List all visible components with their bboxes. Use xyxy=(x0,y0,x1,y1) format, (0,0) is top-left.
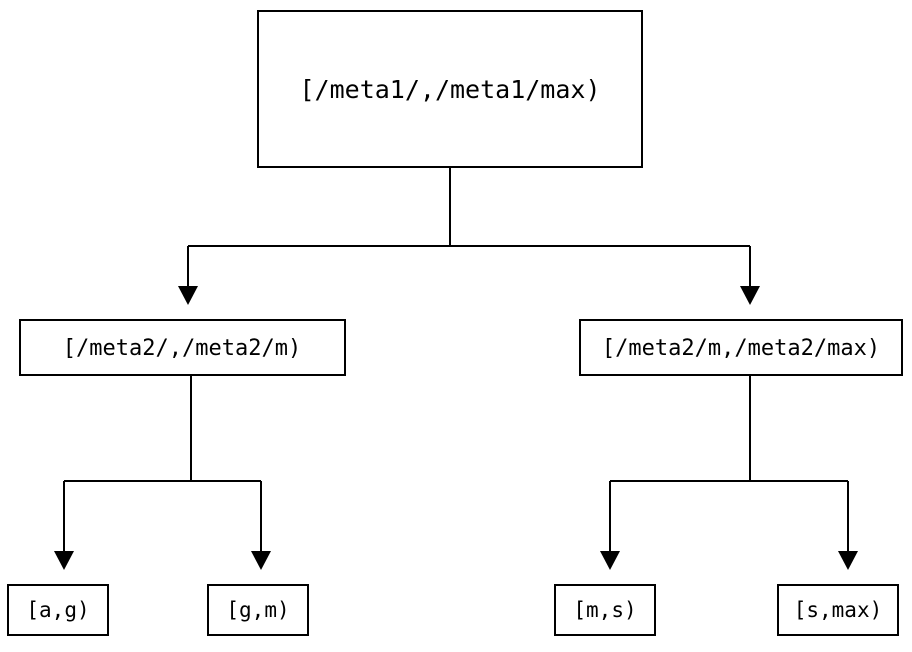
node-leaf-s-max-box[interactable] xyxy=(776,583,900,637)
node-mid-left-label: [/meta2/,/meta2/m) xyxy=(63,336,301,361)
node-leaf-g-m-box[interactable] xyxy=(206,583,310,637)
edge-group-root xyxy=(178,167,760,305)
arrowhead-mid-left-to-leaf-g-m xyxy=(251,551,271,570)
edge-group-mid-left xyxy=(54,375,271,570)
node-leaf-g-m-label: [g,m) xyxy=(226,598,289,622)
arrowhead-mid-right-to-leaf-s-max xyxy=(838,551,858,570)
arrowhead-mid-left-to-leaf-a-g xyxy=(54,551,74,570)
arrowhead-mid-right-to-leaf-m-s xyxy=(600,551,620,570)
node-leaf-m-s-box[interactable] xyxy=(553,583,657,637)
node-leaf-a-g-label: [a,g) xyxy=(26,598,89,622)
node-leaf-m-s-label: [m,s) xyxy=(573,598,636,622)
node-leaf-s-max-label: [s,max) xyxy=(794,598,883,622)
node-mid-left-box[interactable] xyxy=(18,318,347,377)
node-leaf-s-max[interactable]: [s,max) xyxy=(776,583,900,637)
node-mid-left[interactable]: [/meta2/,/meta2/m) xyxy=(18,318,347,377)
arrowhead-root-to-mid-right xyxy=(740,286,760,305)
node-leaf-g-m[interactable]: [g,m) xyxy=(206,583,310,637)
node-mid-right-box[interactable] xyxy=(578,318,904,377)
node-leaf-a-g[interactable]: [a,g) xyxy=(6,583,110,637)
edge-group-mid-right xyxy=(600,375,858,570)
node-root-label: [/meta1/,/meta1/max) xyxy=(299,75,600,104)
arrowhead-root-to-mid-left xyxy=(178,286,198,305)
node-mid-right[interactable]: [/meta2/m,/meta2/max) xyxy=(578,318,904,377)
node-leaf-m-s[interactable]: [m,s) xyxy=(553,583,657,637)
node-mid-right-label: [/meta2/m,/meta2/max) xyxy=(602,336,880,361)
node-root-box[interactable] xyxy=(256,9,644,169)
node-root[interactable]: [/meta1/,/meta1/max) xyxy=(256,9,644,169)
node-leaf-a-g-box[interactable] xyxy=(6,583,110,637)
